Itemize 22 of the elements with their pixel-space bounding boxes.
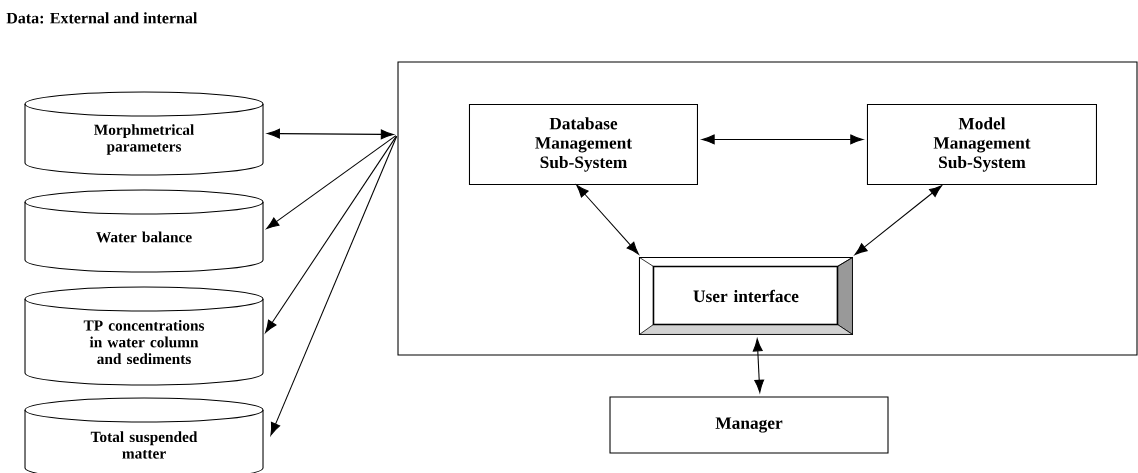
arrow <box>267 128 394 140</box>
database-cylinder: Morphmetrical parameters <box>24 91 264 176</box>
arrow <box>266 135 397 230</box>
node-label: Total suspended matter <box>90 431 198 459</box>
database-cylinder: Total suspended matter <box>24 397 264 473</box>
heading: Data: External and internal <box>6 12 198 24</box>
system-frame <box>397 61 1138 356</box>
arrow <box>265 135 397 333</box>
node-label: Water balance <box>96 231 192 243</box>
process-box: Manager <box>609 396 889 454</box>
arrow <box>854 185 943 256</box>
process-box: Database Management Sub-System <box>468 103 698 185</box>
database-cylinder: Water balance <box>24 189 264 273</box>
arrow <box>576 184 639 255</box>
process-box: Model Management Sub-System <box>866 103 1097 185</box>
arrow <box>752 338 765 393</box>
node-label: TP concentrations in water column and sediments <box>83 319 205 365</box>
arrow <box>270 135 398 436</box>
database-cylinder: TP concentrations in water column and sediments <box>24 286 264 386</box>
interface-box: User interface <box>638 256 853 335</box>
arrow <box>701 134 864 145</box>
node-label: Morphmetrical parameters <box>94 124 194 155</box>
